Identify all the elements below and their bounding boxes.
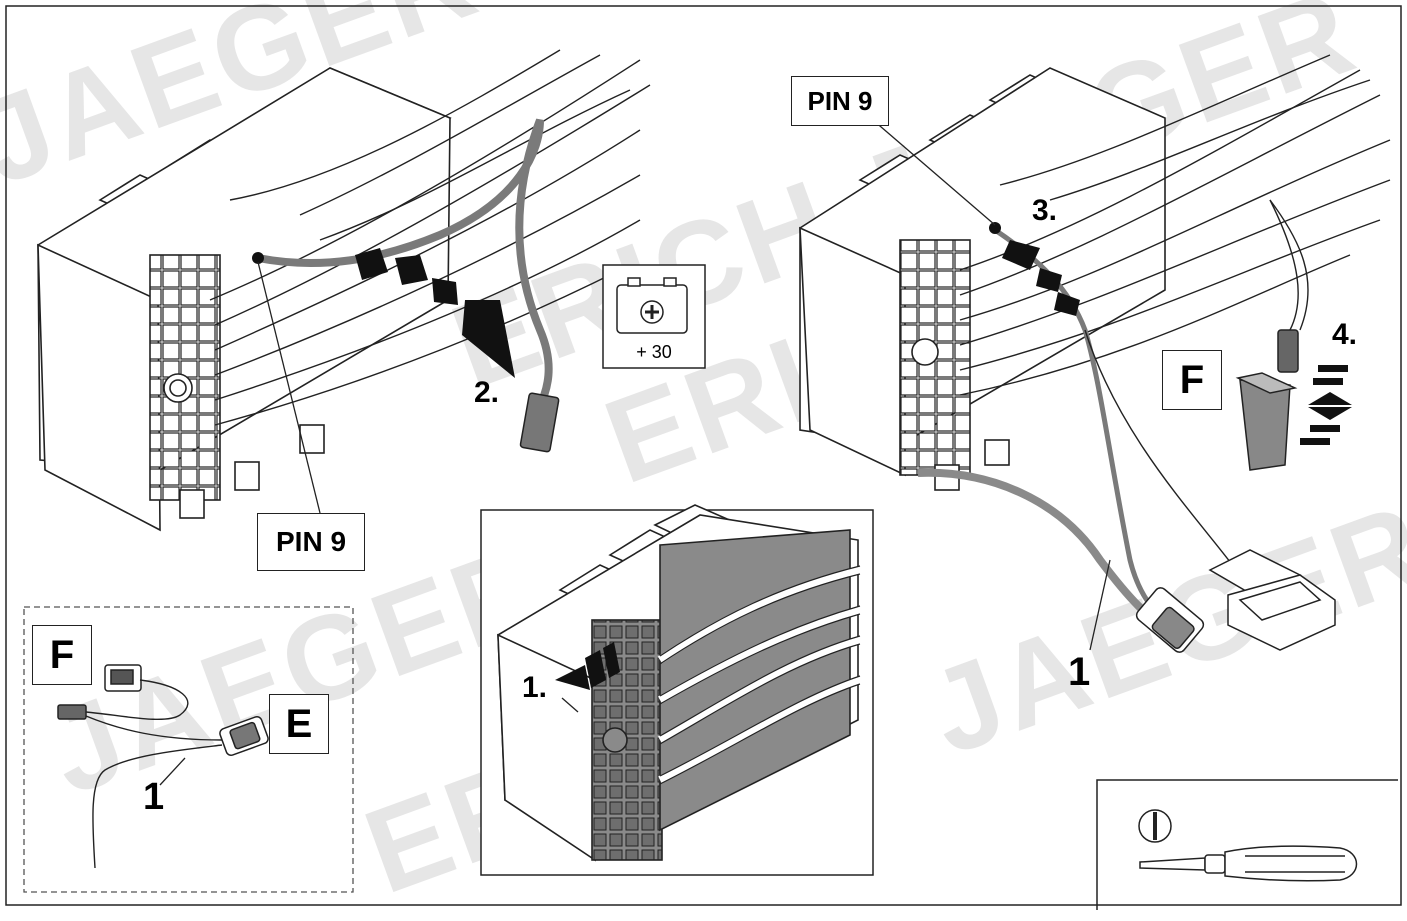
pin-dot-left xyxy=(252,252,264,264)
part-e-label-kit: E xyxy=(269,694,329,754)
contact-plug-4 xyxy=(1277,329,1299,373)
connector-detail xyxy=(497,504,859,862)
arrow-step-1 xyxy=(555,642,620,690)
step-2-label: 2. xyxy=(474,376,500,409)
cable-1-right xyxy=(917,468,1172,634)
part-f-label-kit: F xyxy=(32,625,92,685)
part-f-label-right: F xyxy=(1162,350,1222,410)
press-arrows-icon xyxy=(1300,365,1352,445)
kit-box xyxy=(23,606,354,893)
outer-frame xyxy=(5,5,1402,906)
plug-e-right xyxy=(1135,587,1205,653)
wire-bundle-detail xyxy=(657,566,862,784)
kit-cables xyxy=(85,679,223,869)
cable-1-label-kit: 1 xyxy=(143,776,165,818)
plug-left xyxy=(519,392,560,453)
arrow-step-2 xyxy=(355,248,515,378)
battery-plus-icon xyxy=(616,277,688,334)
arrow-step-3 xyxy=(1002,240,1080,316)
slotted-screwdriver-icon xyxy=(1138,809,1358,882)
step-3-label: 3. xyxy=(1032,194,1058,227)
pin-label-left: PIN 9 xyxy=(257,513,365,571)
connector-right xyxy=(799,67,1166,491)
step-1-label: 1. xyxy=(522,671,548,704)
step-4-label: 4. xyxy=(1332,318,1358,351)
pin-dot-right xyxy=(989,222,1001,234)
connector-left xyxy=(37,67,452,532)
clip-f xyxy=(1235,372,1298,471)
kit-parts xyxy=(57,664,269,757)
tool-box xyxy=(1096,779,1398,910)
battery-label: + 30 xyxy=(636,342,672,362)
cable-1-label-right: 1 xyxy=(1068,650,1091,694)
housing-f-right xyxy=(1208,549,1336,651)
pin-label-right: PIN 9 xyxy=(791,76,889,126)
